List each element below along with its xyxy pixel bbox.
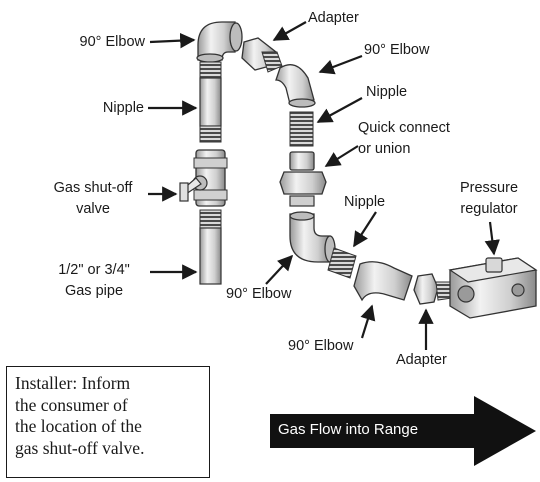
- label-elbow-top-left: 90° Elbow: [40, 34, 145, 51]
- label-elbow-top-right: 90° Elbow: [364, 42, 429, 59]
- arrow-elbow-top-right: [320, 56, 362, 72]
- gas-flow-label: Gas Flow into Range: [278, 420, 478, 440]
- union-fitting: [280, 152, 326, 206]
- arrow-nipple-right-top: [318, 98, 362, 122]
- note-line-1: Installer: Inform: [15, 373, 201, 395]
- elbow-top-right-fitting: [276, 65, 315, 107]
- gas-pipe-fitting: [200, 210, 221, 284]
- label-elbow-bottom: 90° Elbow: [288, 338, 353, 355]
- label-quick-connect-line1: Quick connect: [358, 120, 450, 137]
- elbow-bottom-fitting: [354, 262, 412, 300]
- label-adapter-bottom: Adapter: [396, 352, 447, 369]
- nipple-right-top-fitting: [290, 112, 313, 146]
- arrow-nipple-right-bottom: [354, 212, 376, 246]
- pressure-regulator-fitting: [450, 258, 536, 318]
- label-gas-pipe-line1: 1/2" or 3/4": [40, 262, 148, 279]
- label-pressure-line1: Pressure: [446, 180, 532, 197]
- arrow-elbow-top-left: [150, 40, 194, 42]
- elbow-mid-fitting: [290, 212, 335, 262]
- label-nipple-left: Nipple: [40, 100, 144, 117]
- label-pressure-line2: regulator: [446, 201, 532, 218]
- elbow-top-left-fitting: [197, 22, 242, 62]
- label-nipple-right-top: Nipple: [366, 84, 407, 101]
- note-line-2: the consumer of: [15, 395, 201, 417]
- shutoff-valve-fitting: [180, 150, 227, 206]
- nipple-left-fitting: [200, 62, 221, 142]
- label-adapter-top: Adapter: [308, 10, 359, 27]
- arrow-quick-connect: [326, 146, 358, 166]
- adapter-bottom-fitting: [414, 274, 452, 304]
- label-elbow-mid: 90° Elbow: [226, 286, 291, 303]
- label-shutoff-line1: Gas shut-off: [38, 180, 148, 197]
- arrow-pressure-regulator: [490, 222, 494, 254]
- note-line-3: the location of the: [15, 416, 201, 438]
- label-nipple-right-bottom: Nipple: [344, 194, 385, 211]
- arrow-adapter-top: [274, 22, 306, 40]
- label-gas-pipe-line2: Gas pipe: [40, 283, 148, 300]
- note-line-4: gas shut-off valve.: [15, 438, 201, 460]
- label-shutoff-line2: valve: [38, 201, 148, 218]
- arrow-elbow-bottom: [362, 306, 372, 338]
- installer-note-box: Installer: Inform the consumer of the lo…: [6, 366, 210, 478]
- label-quick-connect-line2: or union: [358, 141, 410, 158]
- arrow-elbow-mid: [266, 256, 292, 284]
- adapter-top-fitting: [242, 38, 282, 72]
